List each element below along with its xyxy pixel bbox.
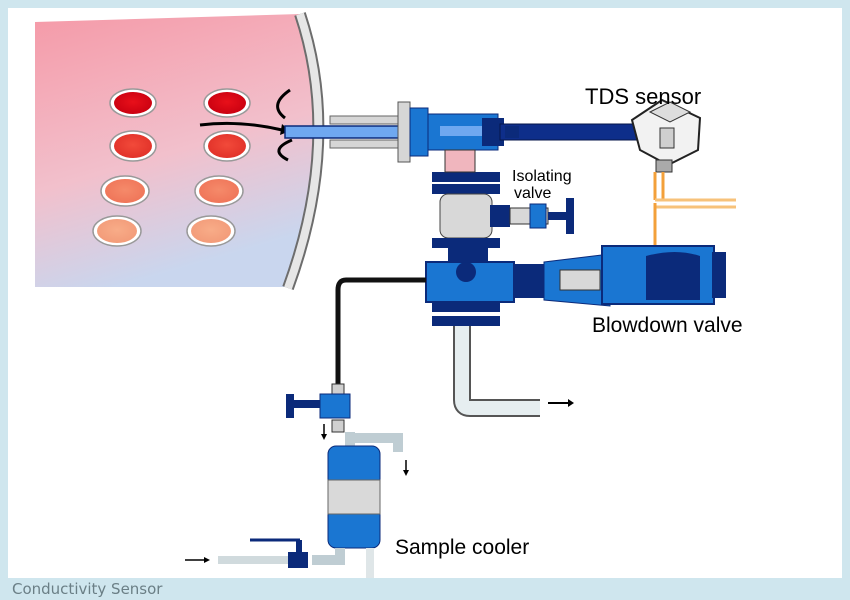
sensor-cable xyxy=(499,123,641,141)
sample-drain xyxy=(185,538,308,568)
outlet-pipe xyxy=(453,326,574,417)
isolating-valve xyxy=(432,149,574,248)
sample-line xyxy=(286,277,426,440)
tds-sensor-label: TDS sensor xyxy=(585,84,701,109)
boiler xyxy=(35,12,325,291)
isolating-valve-label-line1: Isolating xyxy=(512,168,572,185)
tds-sensor-head xyxy=(630,98,702,173)
probe-pipe xyxy=(284,101,506,163)
sample-cooler-label: Sample cooler xyxy=(395,536,529,559)
blowdown-valve xyxy=(425,245,726,326)
sample-cooler xyxy=(312,432,409,578)
boiler-bubbles xyxy=(92,88,251,247)
blowdown-valve-label: Blowdown valve xyxy=(592,314,743,337)
slide-caption: Conductivity Sensor xyxy=(12,580,163,598)
signal-wire xyxy=(653,172,736,246)
isolating-valve-label-line2: valve xyxy=(514,185,551,202)
